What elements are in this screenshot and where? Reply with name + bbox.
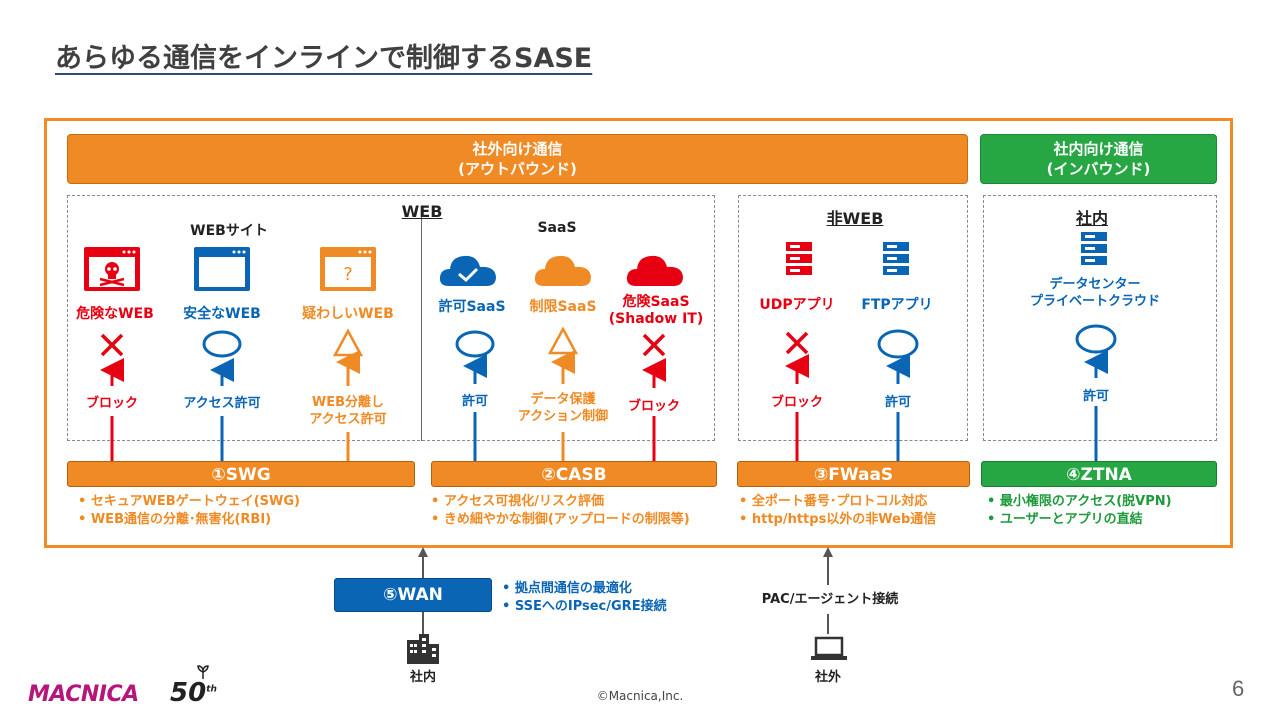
fwaas-bullet: 全ポート番号･プロトコル対応 [739, 493, 936, 511]
leaf-icon [197, 665, 209, 679]
anniversary-logo: 50th [170, 678, 217, 708]
danger-saas-label: 危険SaaS (Shadow IT) [604, 294, 708, 328]
casb-bar: ②CASB [431, 461, 717, 487]
danger-saas-text: 危険SaaS [622, 294, 690, 310]
web-isolation-line1: WEB分離し [311, 395, 385, 410]
block-x-icon [100, 333, 124, 357]
block-label-udp: ブロック [770, 395, 823, 410]
svg-text:?: ? [343, 264, 353, 285]
casb-bullet: アクセス可視化/リスク評価 [431, 493, 690, 511]
wan-bullet: 拠点間通信の最適化 [502, 580, 667, 598]
sase-frame [44, 118, 1233, 548]
wan-bar: ⑤WAN [334, 578, 492, 612]
danger-web-label: 危険なWEB [76, 306, 154, 322]
udp-app-label: UDPアプリ [759, 297, 835, 313]
allowed-saas-label: 許可SaaS [438, 299, 506, 315]
saas-label: SaaS [537, 220, 577, 236]
anniversary-number: 50 [170, 678, 207, 708]
allow-label-saas: 許可 [461, 394, 488, 409]
datacenter-line2: プライベートクラウド [1029, 294, 1160, 309]
shadow-it-text: (Shadow IT) [608, 311, 704, 327]
page-number: 6 [1232, 676, 1245, 701]
casb-bullet: きめ細やかな制御(アップロードの制限等) [431, 511, 690, 529]
fwaas-bullets: 全ポート番号･プロトコル対応 http/https以外の非Web通信 [739, 493, 936, 529]
datacenter-label: データセンター プライベートクラウド [1020, 276, 1170, 310]
access-allow-label: アクセス許可 [183, 396, 261, 411]
wan-bullet: SSEへのIPsec/GRE接続 [502, 598, 667, 616]
datacenter-server-icon [1081, 232, 1107, 265]
web-isolation-line2: アクセス許可 [309, 412, 387, 427]
casb-bullets: アクセス可視化/リスク評価 きめ細やかな制御(アップロードの制限等) [431, 493, 690, 529]
internal-label: 社内 [1075, 209, 1108, 228]
laptop-icon [811, 636, 847, 660]
allow-circle-icon [202, 330, 242, 358]
site-external-label: 社外 [814, 670, 841, 685]
fwaas-bullet: http/https以外の非Web通信 [739, 511, 936, 529]
data-protect-label: データ保護 アクション制御 [508, 391, 618, 425]
outbound-line1: 社外向け通信 [472, 140, 563, 158]
ztna-bar: ④ZTNA [981, 461, 1217, 487]
swg-bullets: セキュアWEBゲートウェイ(SWG) WEB通信の分離･無害化(RBI) [78, 493, 300, 529]
allowed-cloud-icon [439, 255, 496, 286]
ftp-server-icon [883, 242, 909, 275]
macnica-logo: MACNICA [28, 682, 139, 707]
outbound-header: 社外向け通信 (アウトバウンド) [67, 134, 968, 184]
limited-saas-label: 制限SaaS [529, 299, 597, 315]
web-divider [421, 210, 422, 441]
block-label-web: ブロック [85, 396, 138, 411]
ztna-bullet: 最小権限のアクセス(脱VPN) [987, 493, 1172, 511]
website-label: WEBサイト [190, 223, 268, 239]
outbound-line2: (アウトバウンド) [458, 160, 577, 178]
ztna-bullets: 最小権限のアクセス(脱VPN) ユーザーとアプリの直結 [987, 493, 1172, 529]
inbound-header: 社内向け通信 (インバウンド) [980, 134, 1217, 184]
wan-bullets: 拠点間通信の最適化 SSEへのIPsec/GRE接続 [502, 580, 667, 616]
swg-bullet: WEB通信の分離･無害化(RBI) [78, 511, 300, 529]
site-internal-label: 社内 [409, 670, 436, 685]
ftp-app-label: FTPアプリ [861, 297, 933, 313]
swg-bullet: セキュアWEBゲートウェイ(SWG) [78, 493, 300, 511]
ztna-bullet: ユーザーとアプリの直結 [987, 511, 1172, 529]
fwaas-bar: ③FWaaS [737, 461, 970, 487]
inbound-line1: 社内向け通信 [1053, 140, 1144, 158]
page-title: あらゆる通信をインラインで制御するSASE [55, 43, 593, 74]
web-zone [67, 195, 715, 441]
safe-web-label: 安全なWEB [183, 306, 261, 322]
suspicious-browser-icon: ? [320, 247, 376, 291]
inbound-line2: (インバウンド) [1046, 160, 1151, 178]
danger-browser-icon [84, 247, 140, 291]
swg-bar: ①SWG [67, 461, 415, 487]
web-label: WEB [401, 202, 443, 221]
pac-agent-label: PAC/エージェント接続 [761, 592, 899, 607]
internal-zone [983, 195, 1217, 441]
suspicious-web-label: 疑わしいWEB [302, 306, 394, 322]
datacenter-line1: データセンター [1049, 277, 1141, 292]
udp-server-icon [786, 242, 812, 275]
allow-label-dc: 許可 [1082, 389, 1109, 404]
danger-cloud-icon [626, 255, 683, 286]
allow-label-ftp: 許可 [884, 395, 911, 410]
nonweb-zone [738, 195, 968, 441]
limited-cloud-icon [534, 255, 591, 286]
anniversary-sup: th [206, 684, 217, 695]
web-isolation-label: WEB分離し アクセス許可 [298, 394, 398, 428]
data-protect-line2: アクション制御 [517, 409, 609, 424]
copyright: ©Macnica,Inc. [596, 689, 684, 703]
block-x-icon [642, 333, 666, 357]
nonweb-label: 非WEB [826, 209, 884, 228]
block-label-saas: ブロック [627, 399, 680, 414]
building-icon [407, 634, 439, 664]
block-x-icon [785, 331, 809, 355]
safe-browser-icon [194, 247, 250, 291]
data-protect-line1: データ保護 [530, 392, 596, 407]
